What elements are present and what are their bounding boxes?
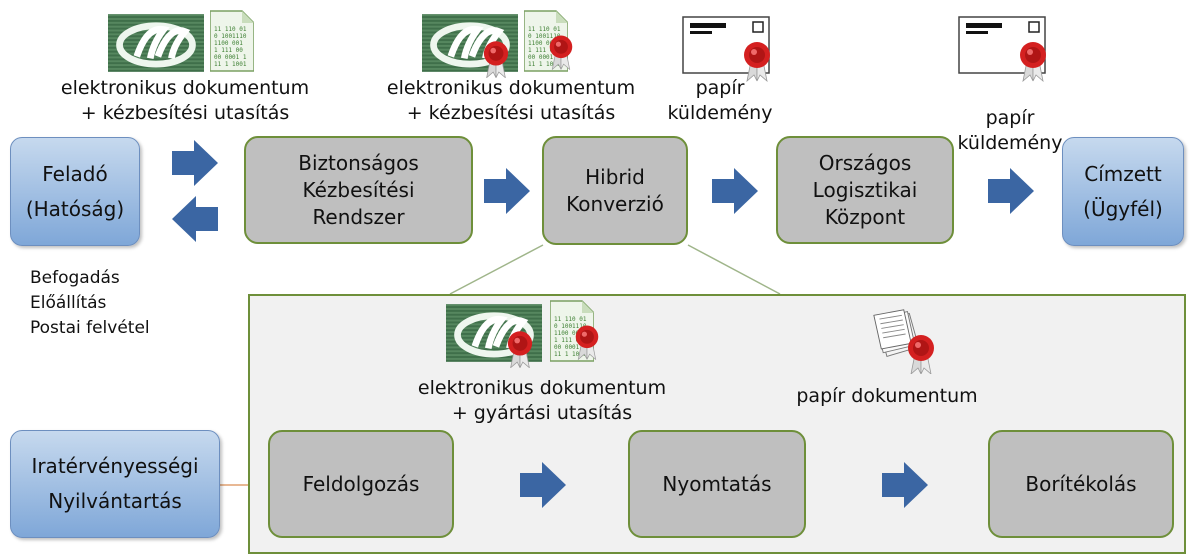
node-label: Címzett <box>1084 161 1162 186</box>
logistics-center-node: Országos Logisztikai Központ <box>776 136 954 244</box>
registry-node: Iratérvényességi Nyilvántartás <box>10 430 220 538</box>
caption-line: elektronikus dokumentum <box>60 77 310 99</box>
signed-binary-document-icon <box>524 10 568 72</box>
node-label: Konverzió <box>566 191 664 216</box>
caption-line: papír <box>695 77 745 99</box>
binary-document-icon <box>210 10 254 72</box>
caption-line: elektronikus dokumentum <box>386 77 636 99</box>
caption-line: küldemény <box>667 102 773 124</box>
sender-node: Feladó (Hatóság) <box>10 137 140 246</box>
side-note: Előállítás <box>30 293 107 313</box>
caption-line: + gyártási utasítás <box>451 402 633 424</box>
sealed-paper-stack-icon <box>872 306 938 374</box>
side-note: Befogadás <box>30 268 120 288</box>
node-label: Feldolgozás <box>302 471 420 496</box>
caption-line: elektronikus dokumentum <box>417 377 667 399</box>
right-arrow-icon <box>882 462 928 508</box>
node-label: Országos <box>818 150 912 175</box>
right-arrow-icon <box>484 168 530 214</box>
caption-line: papír <box>985 107 1035 129</box>
caption-line: + kézbesítési utasítás <box>406 102 616 124</box>
right-arrow-icon <box>172 140 218 186</box>
signed-digital-signature-icon <box>446 304 542 362</box>
node-label: Nyilvántartás <box>48 489 182 513</box>
node-label: Logisztikai <box>812 177 918 202</box>
processing-node: Feldolgozás <box>268 430 454 538</box>
enveloping-node: Borítékolás <box>988 430 1174 538</box>
node-label: Borítékolás <box>1025 471 1137 496</box>
printing-node: Nyomtatás <box>628 430 806 538</box>
node-label: Feladó <box>42 161 108 186</box>
side-notes: Befogadás Előállítás Postai felvétel <box>30 266 150 341</box>
right-arrow-icon <box>712 168 758 214</box>
sender-doc-caption: elektronikus dokumentum + kézbesítési ut… <box>60 76 310 126</box>
node-label: Biztonságos <box>298 150 419 175</box>
right-arrow-icon <box>988 168 1034 214</box>
node-label: Központ <box>824 204 906 229</box>
hybrid-conversion-node: Hibrid Konverzió <box>542 136 688 245</box>
production-doc-caption: elektronikus dokumentum + gyártási utasí… <box>402 376 682 426</box>
side-note: Postai felvétel <box>30 318 150 338</box>
sealed-envelope-icon <box>958 14 1050 86</box>
node-label: Hibrid <box>585 164 645 189</box>
node-label: Nyomtatás <box>662 471 772 496</box>
right-arrow-icon <box>520 462 566 508</box>
recipient-node: Címzett (Ügyfél) <box>1062 137 1184 246</box>
hybrid-doc-caption: elektronikus dokumentum + kézbesítési ut… <box>386 76 636 126</box>
caption-line: + kézbesítési utasítás <box>80 102 290 124</box>
caption-line: küldemény <box>957 132 1063 154</box>
signed-binary-document-icon <box>550 300 594 362</box>
node-label: Kézbesítési <box>302 177 415 202</box>
paper-mail-caption-2: papír küldemény <box>950 106 1070 156</box>
paper-mail-caption: papír küldemény <box>660 76 780 126</box>
node-label: Rendszer <box>312 204 405 229</box>
signed-digital-signature-icon <box>422 14 518 72</box>
secure-delivery-node: Biztonságos Kézbesítési Rendszer <box>244 136 473 244</box>
paper-doc-caption: papír dokumentum <box>796 385 978 407</box>
node-label: (Hatóság) <box>25 196 125 221</box>
node-label: Iratérvényességi <box>31 454 199 478</box>
digital-signature-icon <box>108 14 204 72</box>
left-arrow-icon <box>172 196 218 242</box>
node-label: (Ügyfél) <box>1083 196 1163 221</box>
